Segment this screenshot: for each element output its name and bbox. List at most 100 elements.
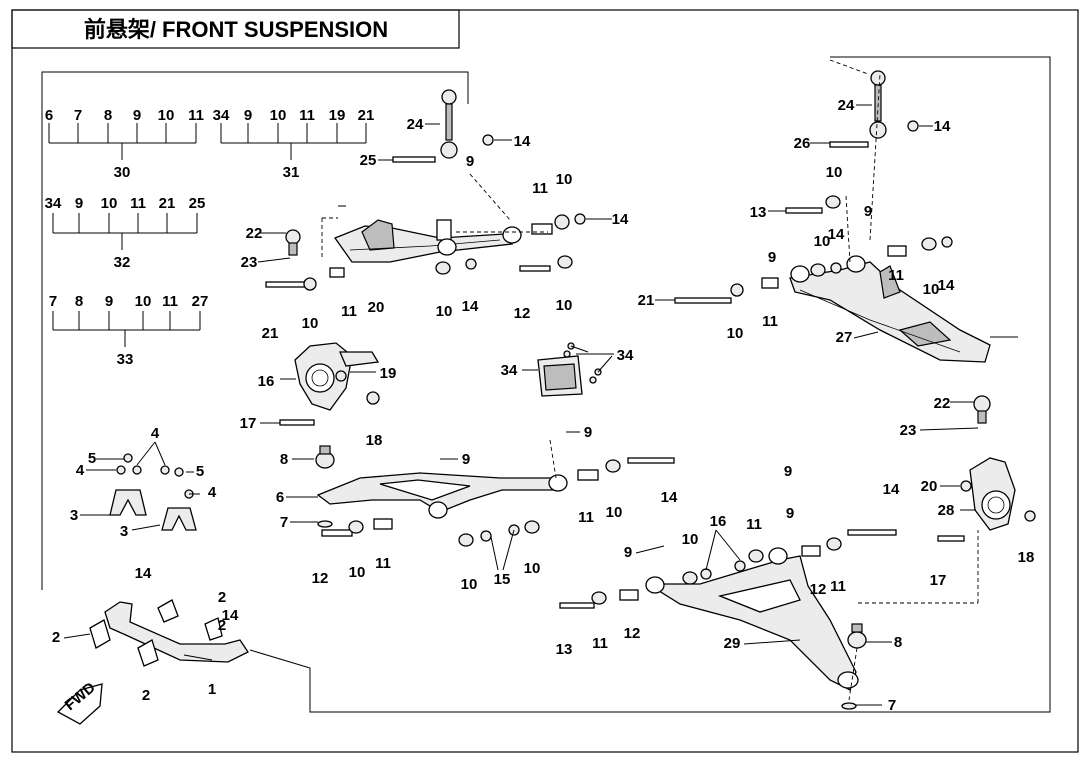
callout-label: 14	[612, 211, 629, 228]
callout-label: 9	[784, 463, 792, 480]
group-32-item: 25	[189, 195, 206, 212]
group-30-item: 8	[104, 107, 112, 124]
callout-label: 18	[1018, 549, 1035, 566]
callout-label: 6	[276, 489, 284, 506]
group-33-item: 10	[135, 293, 152, 310]
callout-label: 8	[894, 634, 902, 651]
right-upper-control-arm	[789, 255, 991, 363]
group-31-item: 11	[299, 107, 315, 124]
callout-label: 10	[302, 315, 319, 332]
group-32-item: 34	[45, 195, 62, 212]
callout-label: 10	[682, 531, 699, 548]
stabilizer-bar	[89, 599, 249, 667]
group-33-item: 11	[162, 293, 178, 310]
title-box	[11, 9, 460, 49]
callout-label: 14	[135, 565, 152, 582]
left-upper-control-arm	[333, 219, 522, 263]
callout-label: 12	[312, 570, 329, 587]
callout-label: 21	[262, 325, 279, 342]
ball-joint-lower-right	[847, 623, 867, 649]
ball-joint-upper-right	[973, 395, 991, 424]
callout-label: 14	[661, 489, 678, 506]
callout-label: 8	[280, 451, 288, 468]
callout-label: 14	[828, 226, 845, 243]
callout-label: 9	[768, 249, 776, 266]
callout-label: 10	[826, 164, 843, 181]
callout-label: 12	[624, 625, 641, 642]
callout-label: 11	[888, 267, 904, 284]
callout-label: 11	[762, 313, 778, 330]
callout-label: 10	[556, 171, 573, 188]
callout-label: 15	[494, 571, 511, 588]
callout-label: 17	[240, 415, 257, 432]
group-32-item: 10	[101, 195, 118, 212]
callout-label: 3	[70, 507, 78, 524]
group-32-item: 21	[159, 195, 176, 212]
callout-label: 11	[532, 180, 548, 197]
callout-label: 2	[218, 617, 226, 634]
callout-label: 12	[514, 305, 531, 322]
callout-label: 19	[380, 365, 397, 382]
callout-label: 23	[241, 254, 258, 271]
left-inner-frame	[41, 71, 469, 590]
callout-label: 9	[466, 153, 474, 170]
callout-label: 17	[930, 572, 947, 589]
callout-label: 26	[794, 135, 811, 152]
callout-label: 2	[52, 629, 60, 646]
right-inner-frame	[249, 56, 1051, 713]
callout-label: 29	[724, 635, 741, 652]
callout-label: 1	[208, 681, 216, 698]
callout-label: 2	[142, 687, 150, 704]
left-lower-control-arm	[316, 472, 568, 519]
callout-label: 22	[934, 395, 951, 412]
left-steering-knuckle	[294, 342, 380, 411]
control-module	[537, 355, 583, 397]
group-31-item: 9	[244, 107, 252, 124]
callout-label: 10	[436, 303, 453, 320]
group-33-item: 9	[105, 293, 113, 310]
callout-label: 14	[883, 481, 900, 498]
left-stabilizer-link	[440, 89, 458, 159]
callout-label: 11	[592, 635, 608, 652]
hardware	[116, 120, 1036, 710]
right-stabilizer-link	[869, 70, 887, 139]
group-30-item: 10	[158, 107, 175, 124]
callout-labels: 1 2 2 2 2 3 3 4 4 4 5 5 6 7 7 8 8 9 9 9 …	[52, 97, 1035, 714]
callout-label: 11	[578, 509, 594, 526]
callout-label: 14	[462, 298, 479, 315]
callout-label: 10	[727, 325, 744, 342]
group-30-item: 9	[133, 107, 141, 124]
callout-label: 9	[786, 505, 794, 522]
group-33-item: 8	[75, 293, 83, 310]
callout-label: 21	[638, 292, 655, 309]
callout-label: 12	[810, 581, 827, 598]
callout-label: 9	[864, 203, 872, 220]
right-steering-knuckle	[969, 457, 1016, 531]
callout-label: 13	[556, 641, 573, 658]
callout-label: 2	[218, 589, 226, 606]
group-32-label: 32	[114, 254, 131, 271]
group-31-item: 10	[270, 107, 287, 124]
callout-label: 11	[341, 303, 357, 320]
outer-border	[11, 9, 1079, 753]
callout-label: 27	[836, 329, 853, 346]
callout-label: 11	[375, 555, 391, 572]
group-32-bracket: 34 9 10 11 21 25 32	[45, 195, 206, 271]
callout-label: 10	[461, 576, 478, 593]
callout-label: 4	[76, 462, 85, 479]
group-30-bracket: 6 7 8 9 10 11 30	[45, 107, 204, 181]
callout-label: 20	[921, 478, 938, 495]
group-33-item: 7	[49, 293, 57, 310]
bushing-clamp-left	[109, 489, 147, 516]
group-31-item: 34	[213, 107, 230, 124]
callout-label: 34	[501, 362, 518, 379]
group-31-item: 19	[329, 107, 346, 124]
callout-label: 9	[462, 451, 470, 468]
callout-label: 10	[606, 504, 623, 521]
callout-label: 11	[746, 516, 762, 533]
group-32-item: 11	[130, 195, 146, 212]
callout-label: 18	[366, 432, 383, 449]
group-33-item: 27	[192, 293, 209, 310]
right-lower-control-arm	[645, 547, 859, 691]
group-30-item: 7	[74, 107, 82, 124]
